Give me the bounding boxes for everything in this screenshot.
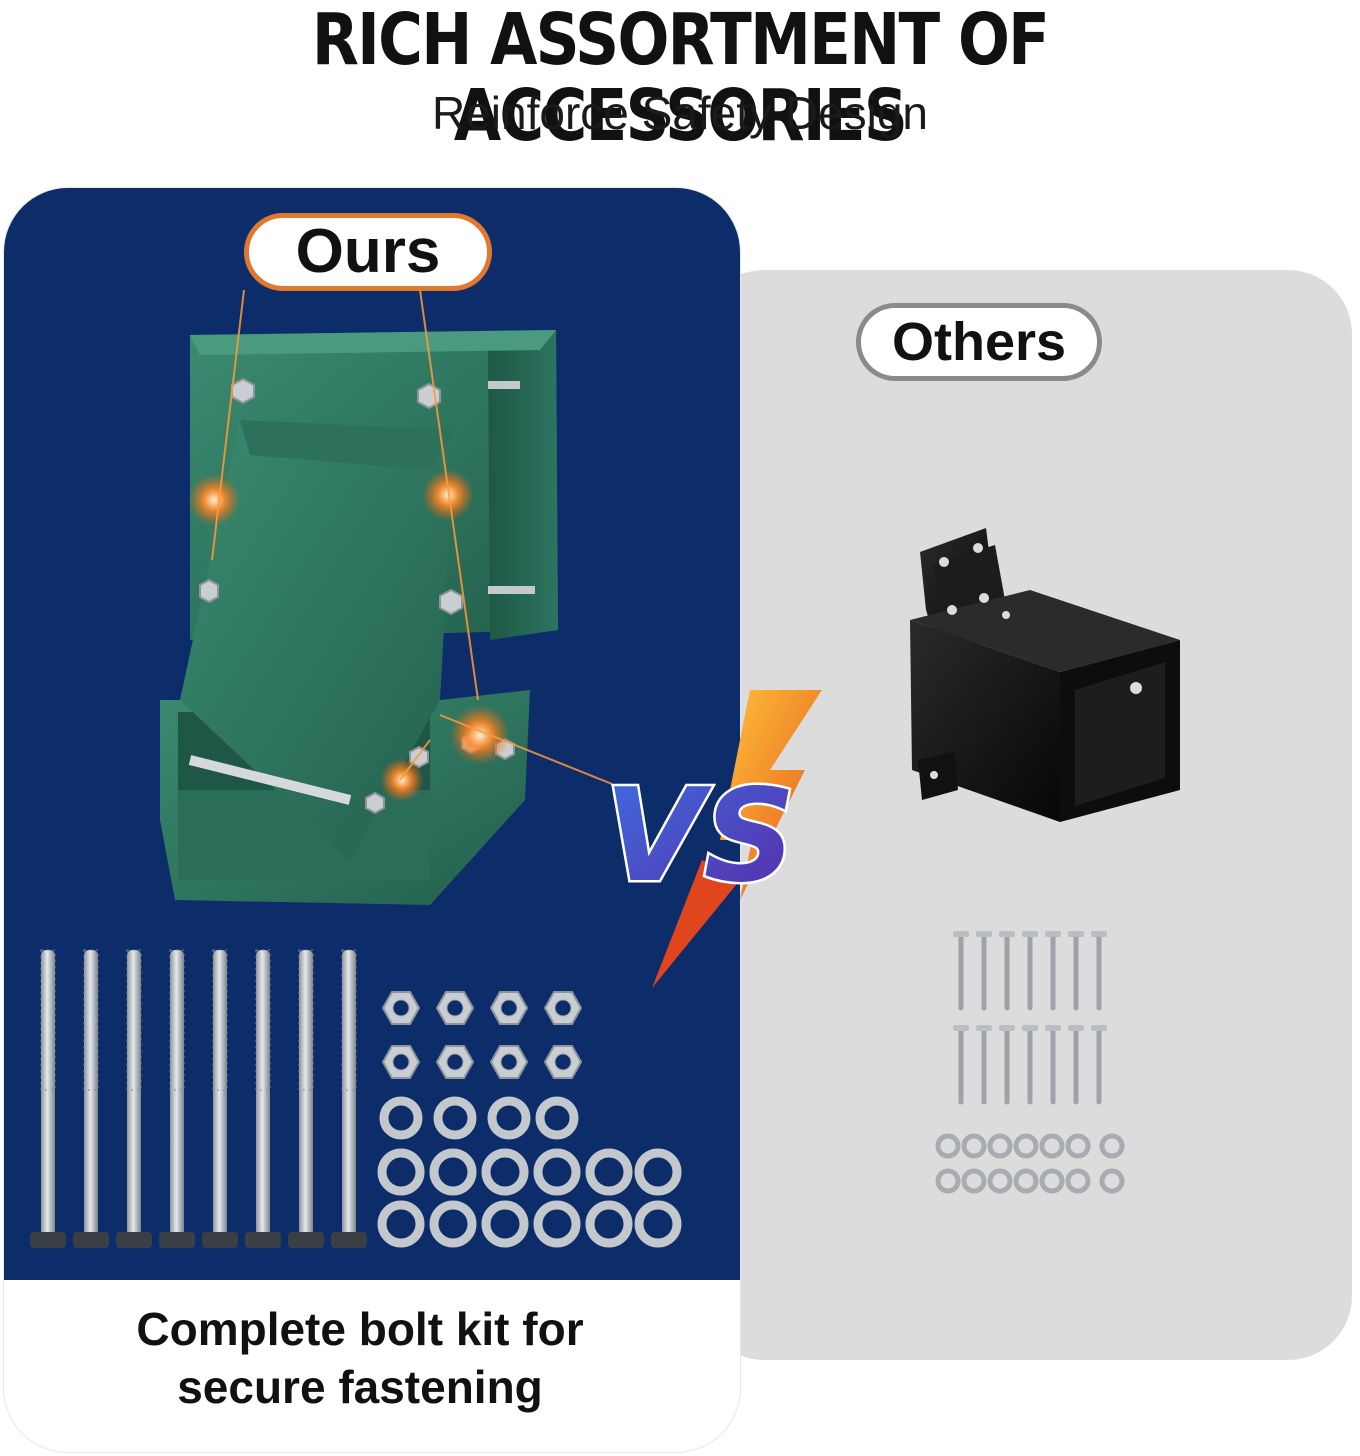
- ours-caption-line1: Complete bolt kit for: [136, 1303, 584, 1355]
- ours-caption: Complete bolt kit for secure fastening: [40, 1300, 680, 1416]
- wood-screws: [958, 933, 1102, 1105]
- vs-lightning-icon: VS: [602, 690, 822, 988]
- black-corner-bracket: [910, 528, 1180, 822]
- small-washers: [935, 1133, 1125, 1194]
- others-panel: [700, 270, 1352, 1360]
- washers: [377, 1096, 682, 1248]
- ours-badge: Ours: [244, 213, 492, 291]
- hex-nuts: [381, 991, 583, 1079]
- page-title: RICH ASSORTMENT OF ACCESSORIES: [311, 0, 1050, 157]
- page-subtitle: Reinforce Safety Design: [431, 87, 929, 139]
- ours-caption-line2: secure fastening: [177, 1361, 543, 1413]
- others-badge: Others: [856, 303, 1102, 381]
- long-bolts: [30, 949, 367, 1248]
- vs-label: VS: [604, 762, 795, 911]
- green-swing-bracket: [160, 289, 613, 905]
